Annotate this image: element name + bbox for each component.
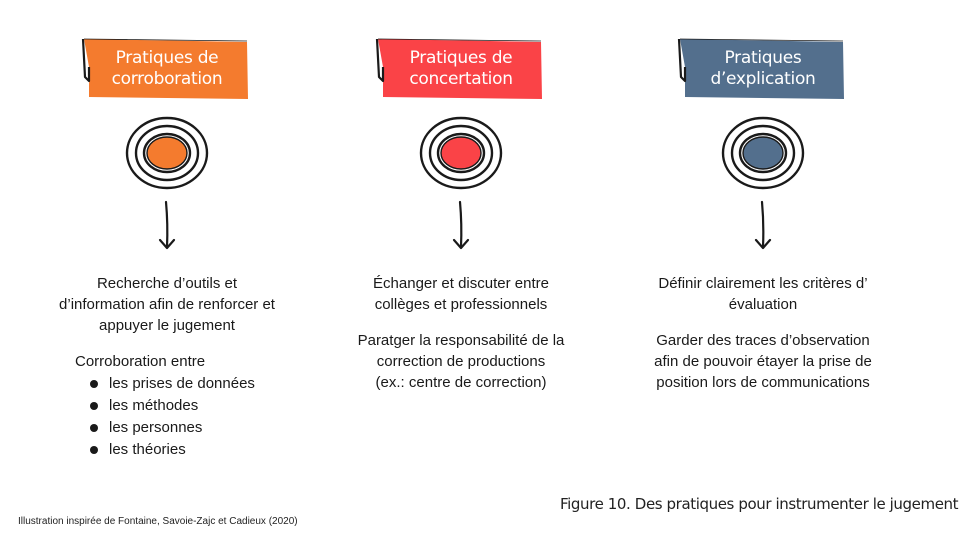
description-line: correction de productions: [376, 353, 546, 370]
banner-title: Pratiques d’explication: [677, 37, 849, 101]
description-line: (ex.: centre de correction): [375, 374, 547, 391]
banner-line-1: Pratiques de: [409, 48, 513, 68]
target-icon: [419, 116, 503, 190]
list-item: les méthodes: [90, 395, 255, 417]
list-item: les théories: [90, 439, 255, 461]
description-explication-2: Garder des traces d’observation afin de …: [613, 330, 913, 393]
banner-corroboration: Pratiques de corroboration: [81, 37, 253, 101]
corroboration-list: les prises de données les méthodes les p…: [90, 373, 255, 461]
description-concertation-2: Paratger la responsabilité de la correct…: [311, 330, 611, 393]
list-item: les personnes: [90, 417, 255, 439]
description-line: collèges et professionnels: [374, 296, 548, 313]
figure-caption: Figure 10. Des pratiques pour instrument…: [560, 495, 959, 513]
banner-shape: [677, 38, 844, 99]
illustration-credit: Illustration inspirée de Fontaine, Savoi…: [18, 516, 298, 527]
banner-line-2: d’explication: [710, 69, 816, 89]
banner-line-2: concertation: [409, 69, 513, 89]
description-explication: Définir clairement les critères d’ évalu…: [613, 273, 913, 315]
description-line: évaluation: [728, 296, 798, 313]
description-line: Définir clairement les critères d’: [658, 275, 868, 292]
banner-explication: Pratiques d’explication: [677, 37, 849, 101]
corroboration-subtitle: Corroboration entre: [75, 353, 206, 370]
banner-title: Pratiques de corroboration: [81, 37, 253, 101]
description-concertation: Échanger et discuter entre collèges et p…: [311, 273, 611, 315]
target-icon: [125, 116, 209, 190]
description-line: d’information afin de renforcer et: [59, 296, 275, 313]
banner-line-1: Pratiques: [724, 48, 802, 68]
description-line: appuyer le jugement: [99, 317, 235, 334]
bullet-icon: [90, 424, 98, 432]
description-corroboration: Recherche d’outils et d’information afin…: [17, 273, 317, 336]
description-line: Recherche d’outils et: [96, 275, 238, 292]
banner-line-2: corroboration: [111, 69, 223, 89]
down-arrow-icon: [754, 200, 772, 250]
down-arrow-icon: [452, 200, 470, 250]
bullet-icon: [90, 446, 98, 454]
description-line: position lors de communications: [656, 374, 870, 391]
banner-title: Pratiques de concertation: [375, 37, 547, 101]
down-arrow-icon: [158, 200, 176, 250]
bullet-icon: [90, 402, 98, 410]
description-line: Paratger la responsabilité de la: [357, 332, 565, 349]
description-line: Garder des traces d’observation: [656, 332, 870, 349]
banner-shape: [375, 38, 542, 99]
banner-shape: [81, 38, 248, 99]
banner-concertation: Pratiques de concertation: [375, 37, 547, 101]
description-line: afin de pouvoir étayer la prise de: [654, 353, 872, 370]
banner-line-1: Pratiques de: [115, 48, 219, 68]
list-item: les prises de données: [90, 373, 255, 395]
description-line: Échanger et discuter entre: [373, 275, 549, 292]
target-icon: [721, 116, 805, 190]
bullet-icon: [90, 380, 98, 388]
